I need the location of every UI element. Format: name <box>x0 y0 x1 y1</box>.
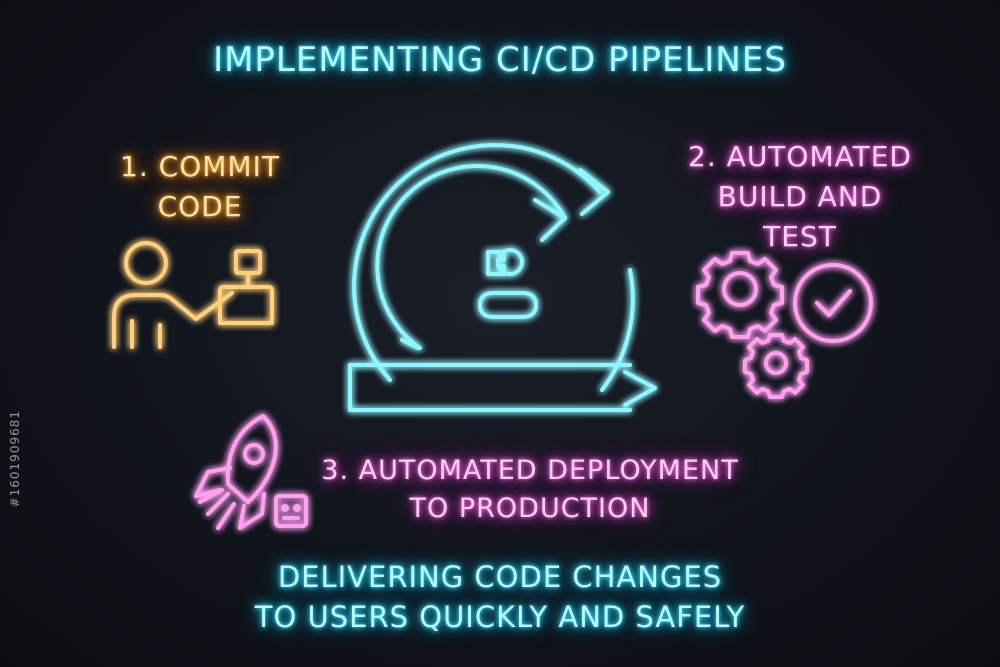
footer-tagline: DELIVERING CODE CHANGES TO USERS QUICKLY… <box>150 557 850 637</box>
step-3-line-2: TO PRODUCTION <box>409 493 651 524</box>
step-1-line-1: 1. COMMIT <box>120 150 280 183</box>
step-3-label: 3. AUTOMATED DEPLOYMENT TO PRODUCTION <box>290 452 770 528</box>
footer-line-1: DELIVERING CODE CHANGES <box>277 560 723 594</box>
rocket-icon <box>194 414 308 530</box>
step-1-line-2: CODE <box>157 190 243 223</box>
step-2-line-2: BUILD AND <box>717 180 883 213</box>
cycle-arrow-icon <box>348 143 657 412</box>
step-2-line-1: 2. AUTOMATED <box>688 140 912 173</box>
gears-checkmark-icon <box>696 251 873 399</box>
step-2-label: 2. AUTOMATED BUILD AND TEST <box>650 137 950 257</box>
diagram-title: IMPLEMENTING CI/CD PIPELINES <box>213 40 787 80</box>
step-2-line-3: TEST <box>763 220 837 253</box>
step-3-line-1: 3. AUTOMATED DEPLOYMENT <box>321 455 739 486</box>
footer-line-2: TO USERS QUICKLY AND SAFELY <box>254 600 746 634</box>
stock-watermark-id: #1601909681 <box>8 410 22 508</box>
step-1-label: 1. COMMIT CODE <box>100 147 300 227</box>
person-at-computer-icon <box>112 241 274 349</box>
